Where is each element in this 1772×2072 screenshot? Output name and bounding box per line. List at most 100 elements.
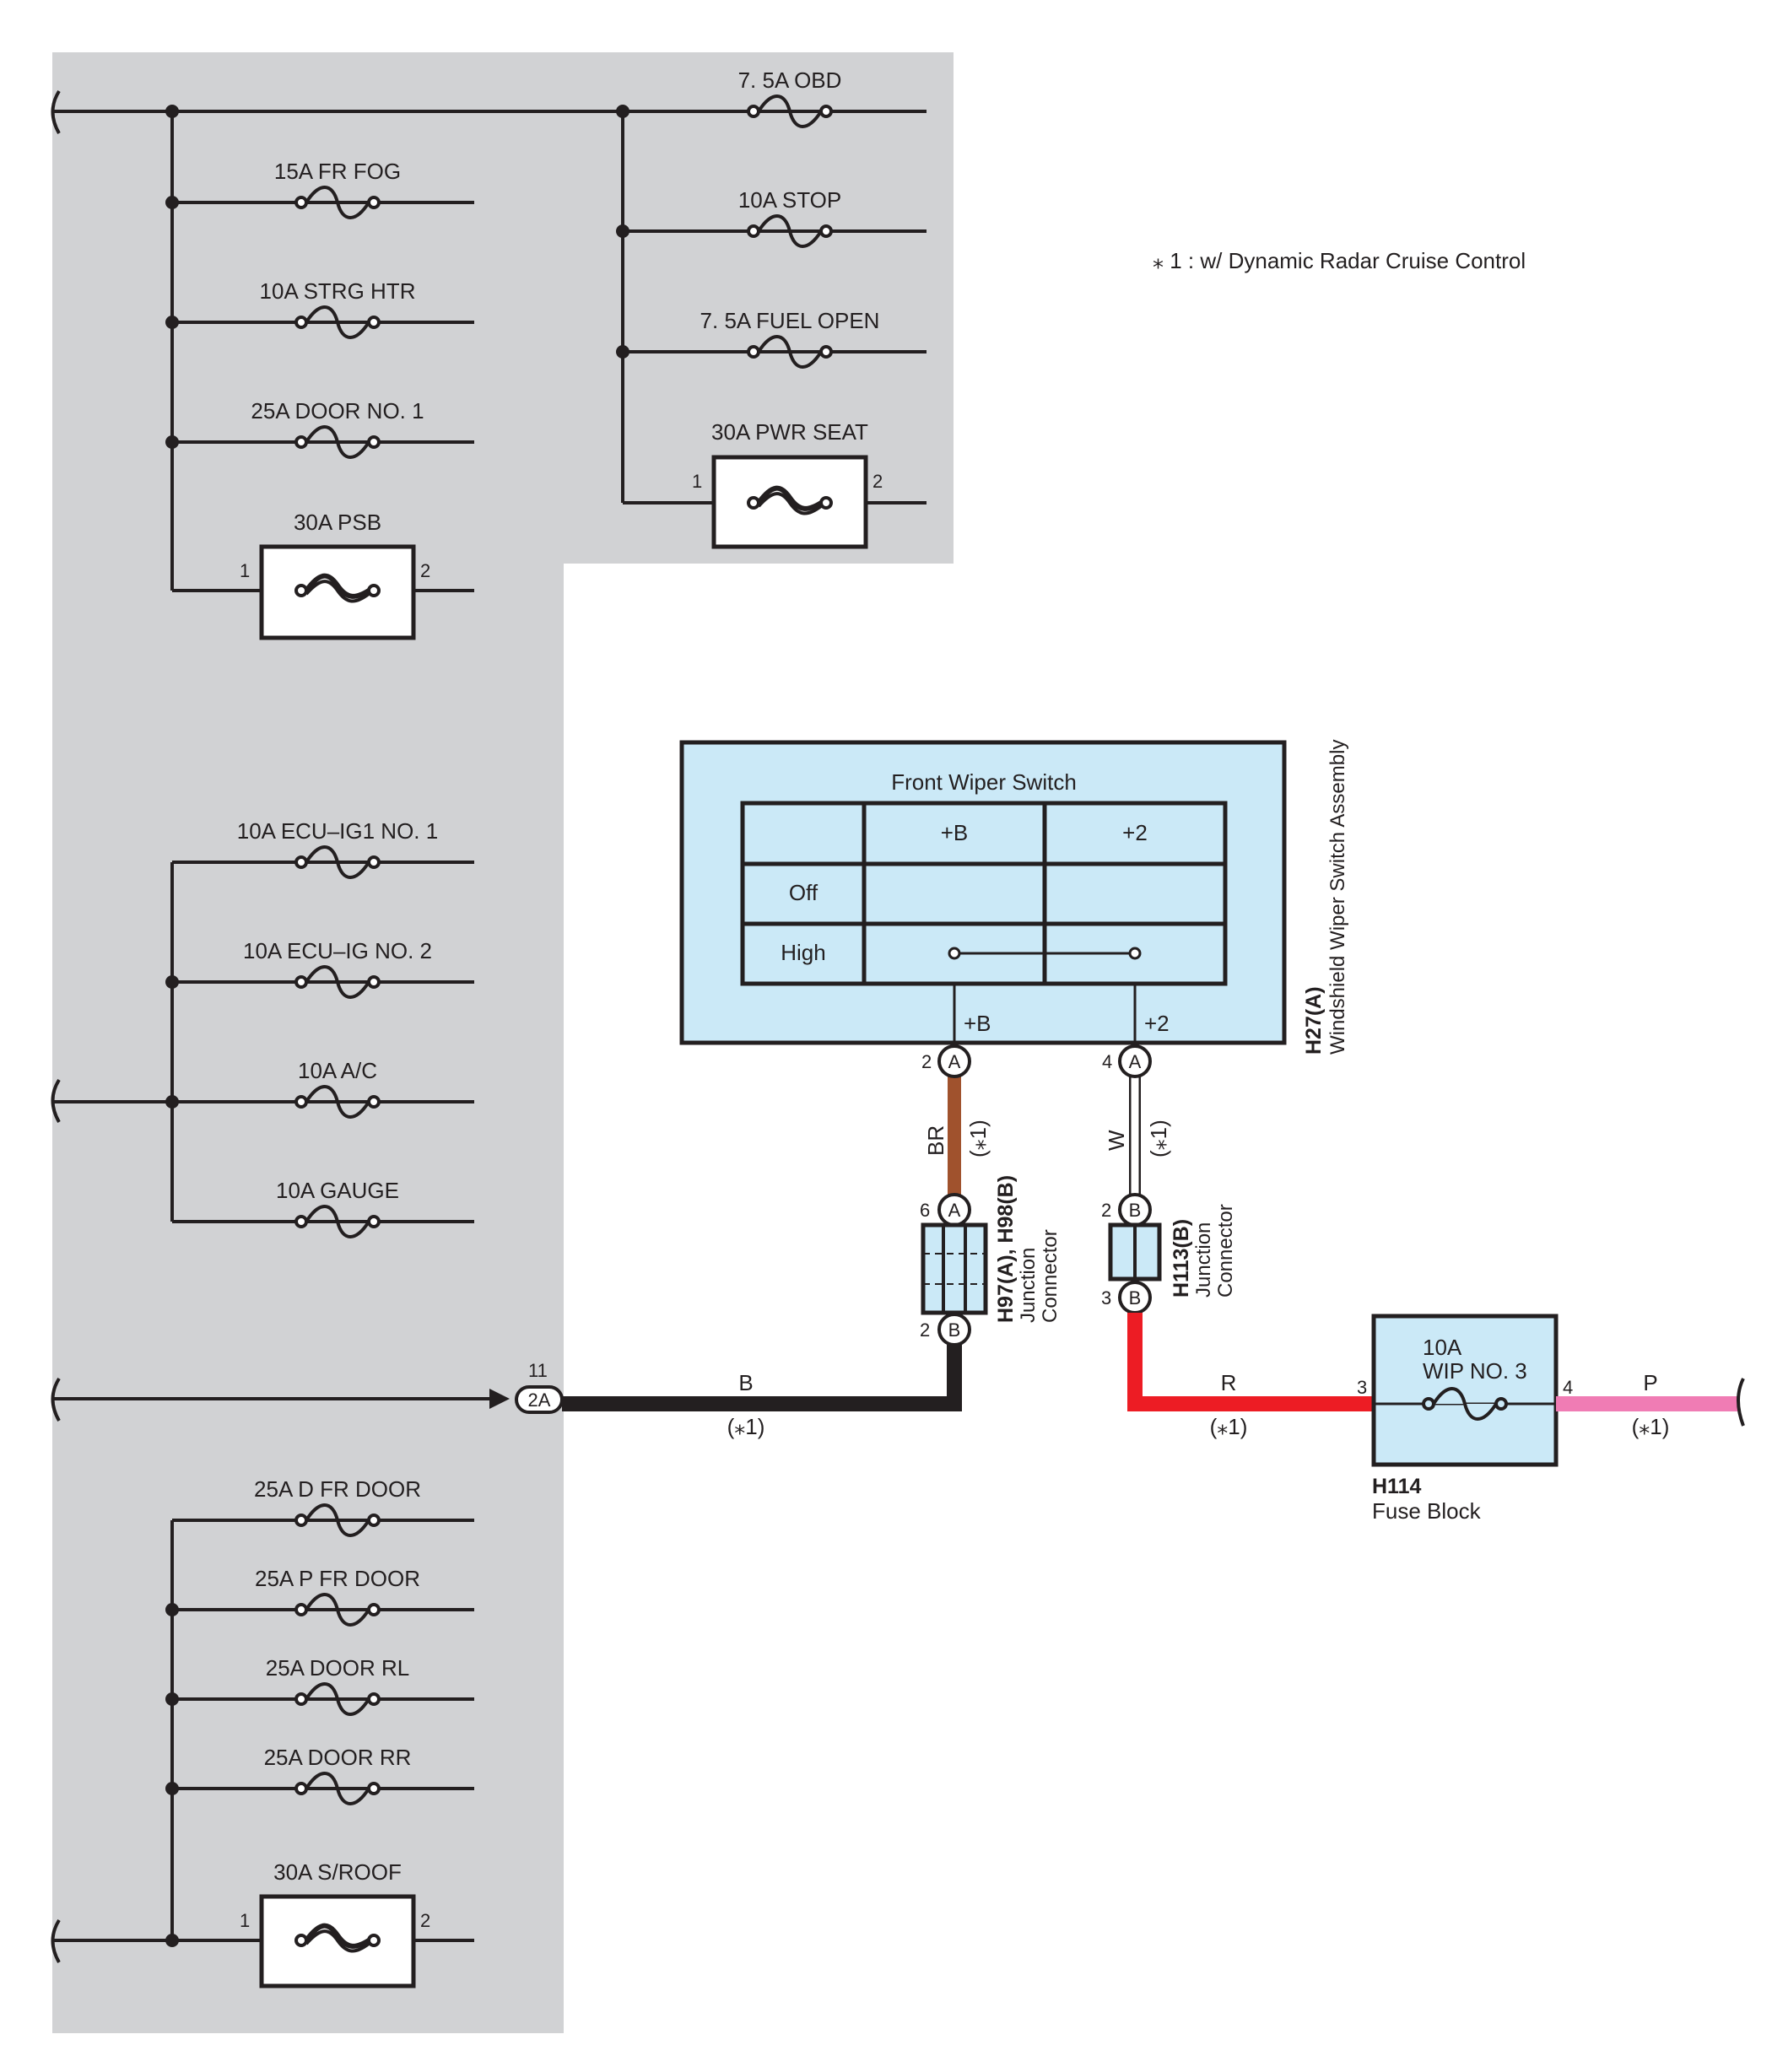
fuse-label-psb: 30A PSB bbox=[294, 510, 381, 535]
table-header-plus-2: +2 bbox=[1122, 820, 1148, 845]
wire-br-code: BR bbox=[923, 1125, 948, 1156]
fuse-block-name: Fuse Block bbox=[1372, 1498, 1482, 1524]
table-row-off: Off bbox=[789, 880, 818, 905]
terminal-plus-2: +2 bbox=[1144, 1011, 1170, 1036]
fuse-door-no1-symbol bbox=[294, 425, 381, 459]
fuse-label-strg-htr: 10A STRG HTR bbox=[260, 278, 416, 304]
h113-top-pin-num: 2 bbox=[1101, 1200, 1111, 1221]
middle-bus-junction-dots bbox=[165, 975, 179, 1109]
h113-name-1: Junction bbox=[1192, 1222, 1215, 1298]
fuse-label-obd: 7. 5A OBD bbox=[738, 67, 842, 93]
wire-w-code: W bbox=[1104, 1130, 1129, 1151]
fuse-label-pwr-seat: 30A PWR SEAT bbox=[711, 419, 868, 445]
fuse-psb-box bbox=[259, 544, 416, 640]
switch-pin-a-right: A bbox=[1129, 1051, 1142, 1072]
fuse-label-p-fr-door: 25A P FR DOOR bbox=[255, 1566, 420, 1591]
fuse-fr-fog-symbol bbox=[294, 186, 381, 219]
wire-w-condition: (⁎1) bbox=[1146, 1120, 1171, 1157]
footnote: ⁎ 1 : w/ Dynamic Radar Cruise Control bbox=[1153, 248, 1526, 273]
wiper-switch-assembly: Front Wiper Switch +B +2 Off High +B +2 bbox=[679, 740, 1287, 1045]
fuse-d-fr-door-symbol bbox=[294, 1503, 381, 1537]
h113-code: H113(B) bbox=[1170, 1219, 1193, 1298]
table-header-plus-b: +B bbox=[941, 820, 969, 845]
wire-p-code: P bbox=[1643, 1370, 1657, 1395]
switch-pin-circles bbox=[937, 1044, 1152, 1078]
h97-name-2: Connector bbox=[1039, 1229, 1062, 1323]
fuse-ecu-ig-no2-symbol bbox=[294, 965, 381, 999]
fuse-label-gauge: 10A GAUGE bbox=[276, 1178, 399, 1203]
fuse-label-fr-fog: 15A FR FOG bbox=[274, 159, 401, 184]
fuse-label-stop: 10A STOP bbox=[738, 187, 841, 213]
psb-pin-2: 2 bbox=[420, 560, 430, 581]
s-roof-pin-1: 1 bbox=[240, 1910, 250, 1931]
fuse-ecu-ig1-no1-symbol bbox=[294, 845, 381, 879]
terminal-plus-b: +B bbox=[964, 1011, 991, 1036]
fuse-label-s-roof: 30A S/ROOF bbox=[273, 1859, 402, 1885]
wiper-switch-code: H27(A) bbox=[1302, 986, 1326, 1055]
fuse-label-door-rl: 25A DOOR RL bbox=[266, 1655, 410, 1681]
wire-p-condition: (⁎1) bbox=[1632, 1414, 1670, 1439]
fuse-fuel-open-symbol bbox=[747, 335, 833, 369]
top-bus-junction-dots bbox=[165, 105, 629, 449]
h113-top-pin-b: B bbox=[1129, 1200, 1142, 1221]
fuse-block-pin-3: 3 bbox=[1357, 1377, 1367, 1398]
wire-b bbox=[562, 1345, 962, 1411]
connector-2a-pin: 11 bbox=[528, 1360, 548, 1381]
fuse-label-ecu-ig1-no1: 10A ECU–IG1 NO. 1 bbox=[237, 818, 438, 844]
h97-top-pin-a: A bbox=[948, 1200, 961, 1221]
pwr-seat-pin-2: 2 bbox=[872, 471, 883, 492]
h97-bottom-pin-b: B bbox=[948, 1319, 961, 1341]
fuse-door-rr-symbol bbox=[294, 1772, 381, 1805]
high-continuity-mark bbox=[948, 947, 1142, 960]
fuse-p-fr-door-symbol bbox=[294, 1593, 381, 1627]
wire-b-condition: (⁎1) bbox=[727, 1414, 765, 1439]
junction-connector-h97 bbox=[921, 1193, 988, 1346]
bottom-bus-junction-dots bbox=[165, 1603, 179, 1947]
psb-pin-1: 1 bbox=[240, 560, 250, 581]
fuse-block-code: H114 bbox=[1372, 1475, 1421, 1498]
fuse-gauge-symbol bbox=[294, 1205, 381, 1238]
fuse-label-door-no1: 25A DOOR NO. 1 bbox=[251, 398, 424, 424]
fuse-label-ac: 10A A/C bbox=[298, 1058, 377, 1083]
switch-pin-num-4: 4 bbox=[1102, 1051, 1112, 1072]
fuse-label-fuel-open: 7. 5A FUEL OPEN bbox=[700, 308, 880, 333]
fuse-ac-symbol bbox=[294, 1085, 381, 1119]
wire-r-code: R bbox=[1221, 1370, 1237, 1395]
h113-bottom-pin-b: B bbox=[1129, 1287, 1142, 1308]
fuse-s-roof-box bbox=[259, 1894, 416, 1988]
h97-code: H97(A), H98(B) bbox=[994, 1175, 1018, 1323]
h113-name-2: Connector bbox=[1214, 1204, 1237, 1298]
connector-2a-label: 2A bbox=[528, 1389, 551, 1411]
wire-br-condition: (⁎1) bbox=[965, 1120, 991, 1157]
table-row-high: High bbox=[781, 940, 825, 965]
wire-r bbox=[1127, 1313, 1374, 1411]
top-bus bbox=[52, 110, 927, 592]
fuse-block-h114 bbox=[1371, 1314, 1559, 1467]
h97-top-pin-num: 6 bbox=[920, 1200, 930, 1221]
switch-pin-num-2: 2 bbox=[921, 1051, 932, 1072]
switch-pin-a-left: A bbox=[948, 1051, 961, 1072]
right-continuation-mark bbox=[1737, 1378, 1745, 1427]
fusible-link-pin-labels: 1 2 1 2 1 2 bbox=[240, 471, 883, 1931]
middle-bus bbox=[52, 861, 474, 1223]
fuse-label-d-fr-door: 25A D FR DOOR bbox=[254, 1476, 421, 1502]
fuse-wip-name: WIP NO. 3 bbox=[1423, 1358, 1527, 1384]
fuse-wip-amp: 10A bbox=[1423, 1335, 1462, 1360]
fuse-stop-symbol bbox=[747, 214, 833, 248]
wiper-switch-title: Front Wiper Switch bbox=[891, 769, 1077, 795]
fuse-wip-no3-symbol bbox=[1422, 1387, 1508, 1421]
wiper-switch-name: Windshield Wiper Switch Assembly bbox=[1326, 740, 1349, 1055]
h97-name-1: Junction bbox=[1017, 1248, 1040, 1323]
h113-bottom-pin-num: 3 bbox=[1101, 1287, 1111, 1308]
fuse-label-ecu-ig-no2: 10A ECU–IG NO. 2 bbox=[243, 938, 432, 963]
h97-bottom-pin-num: 2 bbox=[920, 1319, 930, 1341]
fuse-pwr-seat-box bbox=[711, 455, 868, 549]
fuse-door-rl-symbol bbox=[294, 1682, 381, 1716]
pwr-seat-pin-1: 1 bbox=[692, 471, 702, 492]
junction-connector-h113 bbox=[1108, 1193, 1162, 1314]
wire-b-code: B bbox=[738, 1370, 753, 1395]
fuse-strg-htr-symbol bbox=[294, 305, 381, 339]
fuse-obd-symbol bbox=[747, 94, 833, 128]
s-roof-pin-2: 2 bbox=[420, 1910, 430, 1931]
